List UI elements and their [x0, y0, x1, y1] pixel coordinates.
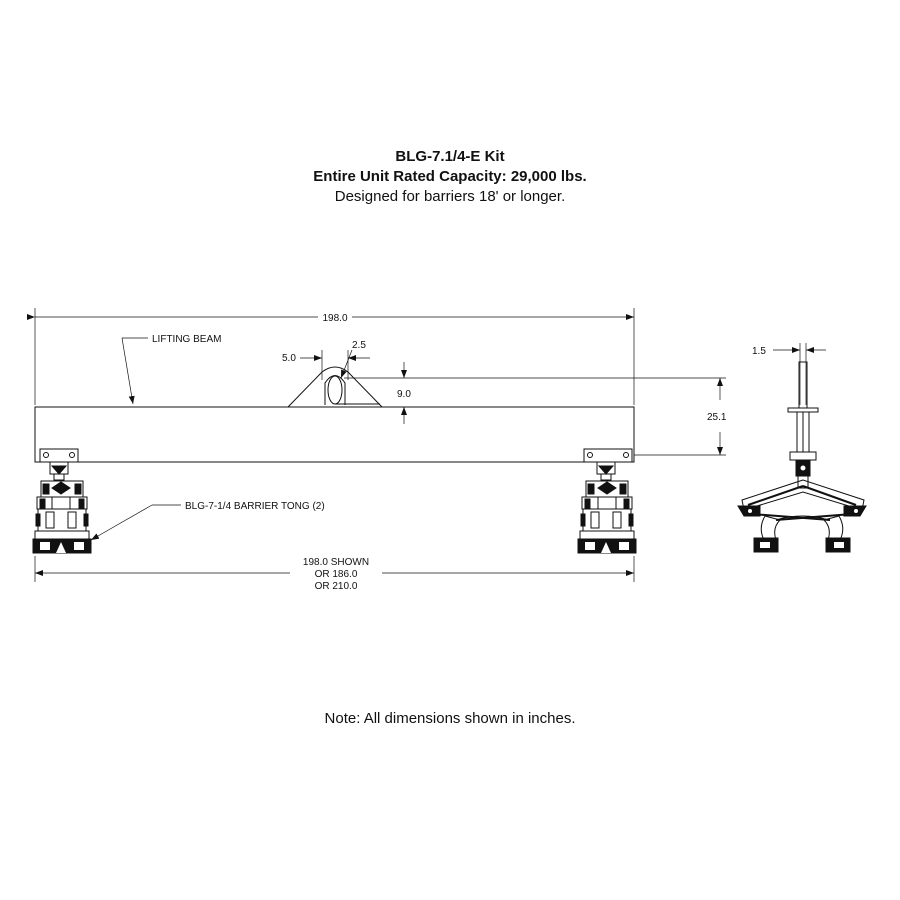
dim-shown-line2: OR 186.0	[315, 569, 358, 580]
dim-shown-line3: OR 210.0	[315, 581, 358, 592]
dim-overall-top-label: 198.0	[322, 313, 347, 324]
capacity-text: Entire Unit Rated Capacity: 29,000 lbs.	[313, 168, 587, 185]
dim-lug-hole-label: 2.5	[352, 340, 366, 351]
footer-note: Note: All dimensions shown in inches.	[324, 710, 576, 727]
dim-beam-height-label: 25.1	[707, 412, 727, 423]
dim-overall-bottom: 198.0 SHOWN OR 186.0 OR 210.0	[34, 556, 635, 592]
barrier-tong-right	[577, 448, 637, 554]
dim-overall-top: 198.0	[27, 308, 635, 405]
dim-shown-line1: 198.0 SHOWN	[303, 557, 369, 568]
title-block: BLG-7.1/4-E Kit Entire Unit Rated Capaci…	[0, 147, 900, 207]
lifting-beam-callout: LIFTING BEAM	[121, 334, 221, 405]
lug-hole	[327, 375, 343, 405]
side-view: 1.5	[737, 343, 867, 553]
dim-lug-height: 9.0	[344, 362, 411, 424]
barrier-tong-left	[32, 448, 92, 554]
lifting-beam-label: LIFTING BEAM	[152, 334, 221, 345]
barrier-tong-callout: BLG-7-1/4 BARRIER TONG (2)	[90, 501, 325, 541]
dim-lug-height-label: 9.0	[397, 389, 411, 400]
lifting-beam	[34, 366, 635, 463]
dim-lug-width: 5.0	[282, 350, 370, 380]
design-note: Designed for barriers 18' or longer.	[334, 188, 566, 205]
dim-lug-width-label: 5.0	[282, 353, 296, 364]
dim-lug-hole: 2.5	[340, 340, 366, 379]
drawing-title: BLG-7.1/4-E Kit	[395, 148, 505, 165]
dim-side-thickness-label: 1.5	[752, 346, 766, 357]
barrier-tong-label: BLG-7-1/4 BARRIER TONG (2)	[185, 501, 325, 512]
dim-beam-height: 25.1	[410, 377, 727, 456]
